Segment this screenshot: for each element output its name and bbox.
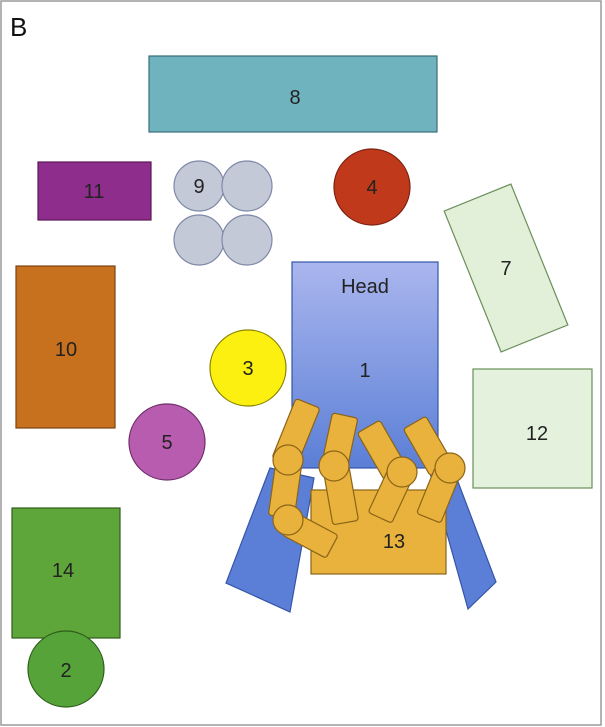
object-11-label: 11 [84,181,105,203]
object-5: 5 [128,403,206,481]
object-3: 3 [209,329,287,407]
object-7: 7 [443,183,569,353]
object-3-label: 3 [242,358,253,380]
object-5-label: 5 [161,432,172,454]
object-2-label: 2 [60,660,71,682]
object-14: 14 [11,507,121,639]
object-1-label: 1 [359,360,370,382]
object-1-head-label: Head [341,276,389,298]
object-12-label: 12 [526,423,548,445]
object-4-label: 4 [366,177,377,199]
object-8: 8 [148,55,438,133]
object-4: 4 [333,148,411,226]
panel-label: B [10,12,27,42]
object-10-label: 10 [55,339,77,361]
object-13-label: 13 [383,531,405,553]
object-9-label: 9 [193,176,204,198]
object-14-label: 14 [52,560,74,582]
object-10: 10 [15,265,116,429]
object-12: 12 [472,368,593,489]
object-11: 11 [37,161,152,221]
object-2: 2 [27,630,105,708]
object-1-hands [268,398,466,558]
object-7-label: 7 [500,258,511,280]
object-8-label: 8 [289,87,300,109]
object-9: 9 [173,160,273,266]
